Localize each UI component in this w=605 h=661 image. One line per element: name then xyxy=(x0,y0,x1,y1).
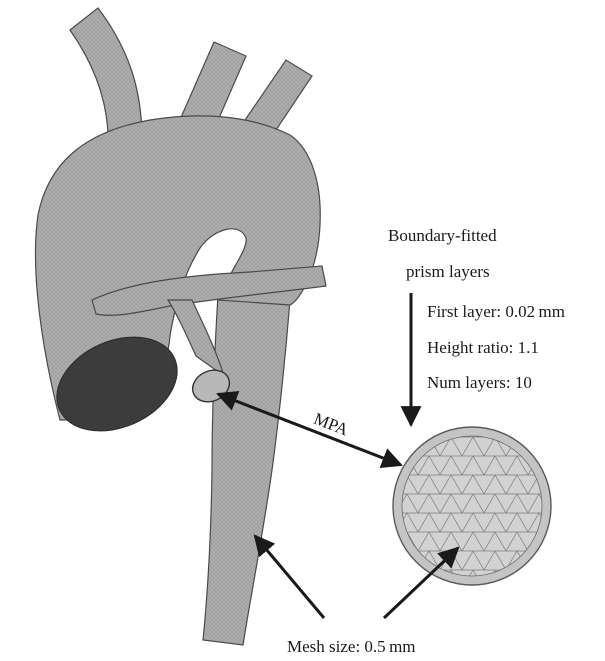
mesh-size-label: Mesh size: 0.5 mm xyxy=(287,637,416,657)
descending-aorta xyxy=(203,295,290,645)
first-layer-label: First layer: 0.02 mm xyxy=(427,302,565,322)
cross-section-detail xyxy=(393,427,551,585)
num-layers-label: Num layers: 10 xyxy=(427,373,532,393)
prism-layers-title: prism layers xyxy=(406,262,490,282)
height-ratio-label: Height ratio: 1.1 xyxy=(427,338,539,358)
aorta-mesh-model xyxy=(35,8,326,645)
cross-section-tri-mesh xyxy=(402,436,542,576)
boundary-fitted-title: Boundary-fitted xyxy=(388,226,497,246)
mesh-size-arrow-left xyxy=(255,536,324,618)
